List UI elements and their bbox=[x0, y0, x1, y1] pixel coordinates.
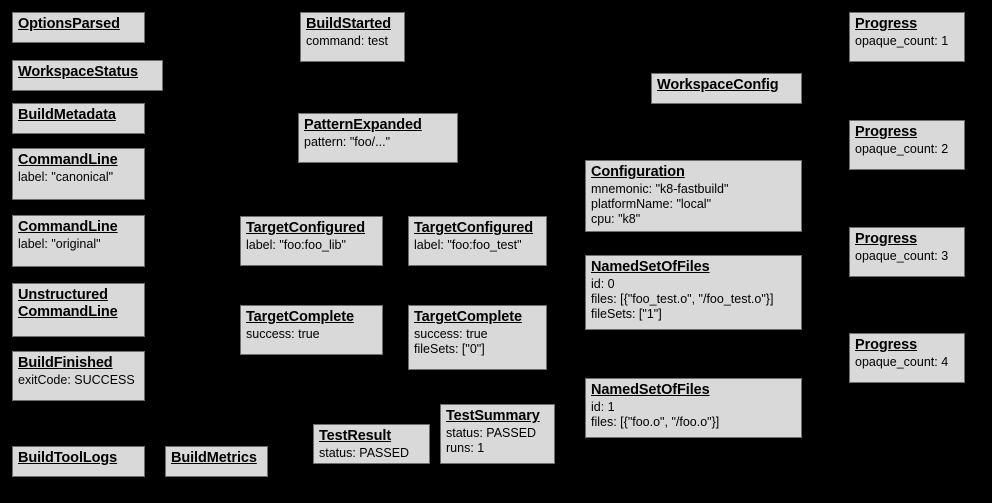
event-node[interactable]: Progress opaque_count: 2 bbox=[849, 120, 965, 170]
event-node[interactable]: Configuration mnemonic: "k8-fastbuild"pla… bbox=[585, 160, 802, 232]
event-node-title: BuildToolLogs bbox=[18, 450, 118, 466]
event-node-fields: opaque_count: 3 bbox=[855, 249, 959, 264]
event-node-field: exitCode: SUCCESS bbox=[18, 373, 135, 387]
event-node-title: TestSummary bbox=[446, 408, 540, 424]
event-node[interactable]: BuildToolLogs bbox=[12, 446, 145, 477]
event-node-field: label: "foo:foo_lib" bbox=[246, 238, 346, 252]
event-node-title: Unstructured CommandLine bbox=[18, 287, 118, 320]
event-node-fields: exitCode: SUCCESS bbox=[18, 373, 139, 388]
event-node-title: NamedSetOfFiles bbox=[591, 382, 710, 398]
event-node-title: OptionsParsed bbox=[18, 16, 120, 32]
event-node[interactable]: Unstructured CommandLine bbox=[12, 283, 145, 337]
event-node-field: label: "foo:foo_test" bbox=[414, 238, 522, 252]
event-node-field: platformName: "local" bbox=[591, 197, 712, 211]
event-node-field: fileSets: ["1"] bbox=[591, 307, 662, 321]
event-node-title: Progress bbox=[855, 16, 918, 32]
event-node-title: TestResult bbox=[319, 428, 392, 444]
event-node-fields: label: "canonical" bbox=[18, 170, 139, 185]
event-node-field: cpu: "k8" bbox=[591, 212, 641, 226]
event-node[interactable]: PatternExpanded pattern: "foo/..." bbox=[298, 113, 458, 163]
event-node-field: label: "canonical" bbox=[18, 170, 114, 184]
event-node-field: success: true bbox=[414, 327, 488, 341]
event-node[interactable]: Progress opaque_count: 3 bbox=[849, 227, 965, 277]
event-node-fields: label: "foo:foo_lib" bbox=[246, 238, 377, 253]
event-node-fields: mnemonic: "k8-fastbuild"platformName: "l… bbox=[591, 182, 796, 227]
event-node[interactable]: BuildFinished exitCode: SUCCESS bbox=[12, 351, 145, 401]
event-node-fields: pattern: "foo/..." bbox=[304, 135, 452, 150]
event-node-title: TargetComplete bbox=[246, 309, 354, 325]
event-node-title: PatternExpanded bbox=[304, 117, 422, 133]
event-node-field: opaque_count: 3 bbox=[855, 249, 949, 263]
event-node-field: pattern: "foo/..." bbox=[304, 135, 391, 149]
event-node-field: fileSets: ["0"] bbox=[414, 342, 485, 356]
event-node-fields: label: "foo:foo_test" bbox=[414, 238, 541, 253]
event-node[interactable]: WorkspaceConfig bbox=[651, 73, 802, 104]
event-node[interactable]: BuildStarted command: test bbox=[300, 12, 405, 62]
event-node-field: label: "original" bbox=[18, 237, 101, 251]
event-node[interactable]: TargetConfigured label: "foo:foo_test" bbox=[408, 216, 547, 266]
event-node-fields: success: true bbox=[246, 327, 377, 342]
event-node[interactable]: Progress opaque_count: 4 bbox=[849, 333, 965, 383]
event-node-fields: command: test bbox=[306, 34, 399, 49]
event-node-field: id: 0 bbox=[591, 277, 615, 291]
event-node-title: CommandLine bbox=[18, 152, 118, 168]
event-node-field: status: PASSED bbox=[319, 446, 410, 460]
event-node-field: opaque_count: 4 bbox=[855, 355, 949, 369]
event-node-field: mnemonic: "k8-fastbuild" bbox=[591, 182, 729, 196]
event-node[interactable]: TargetComplete success: true bbox=[240, 305, 383, 355]
event-node-field: runs: 1 bbox=[446, 441, 485, 455]
event-node-title: Progress bbox=[855, 231, 918, 247]
event-node-title: CommandLine bbox=[18, 219, 118, 235]
event-node[interactable]: BuildMetadata bbox=[12, 103, 145, 134]
event-node-fields: label: "original" bbox=[18, 237, 139, 252]
event-node-field: command: test bbox=[306, 34, 388, 48]
event-node[interactable]: BuildMetrics bbox=[165, 446, 268, 477]
event-node-field: opaque_count: 1 bbox=[855, 34, 949, 48]
event-node[interactable]: CommandLine label: "canonical" bbox=[12, 148, 145, 200]
event-node-title: TargetConfigured bbox=[246, 220, 365, 236]
event-node-field: files: [{"foo.o", "/foo.o"}] bbox=[591, 415, 720, 429]
event-node[interactable]: CommandLine label: "original" bbox=[12, 215, 145, 267]
event-node-title: TargetConfigured bbox=[414, 220, 533, 236]
event-node-title: TargetComplete bbox=[414, 309, 522, 325]
event-node-fields: opaque_count: 4 bbox=[855, 355, 959, 370]
event-node-title: WorkspaceConfig bbox=[657, 77, 779, 93]
event-node-title: Progress bbox=[855, 337, 918, 353]
event-node[interactable]: TargetConfigured label: "foo:foo_lib" bbox=[240, 216, 383, 266]
event-node-fields: opaque_count: 1 bbox=[855, 34, 959, 49]
event-node-title: WorkspaceStatus bbox=[18, 64, 138, 80]
event-node-fields: opaque_count: 2 bbox=[855, 142, 959, 157]
event-node-title: Progress bbox=[855, 124, 918, 140]
event-node[interactable]: OptionsParsed bbox=[12, 12, 145, 43]
event-node-field: status: PASSED bbox=[446, 426, 537, 440]
event-node-field: id: 1 bbox=[591, 400, 615, 414]
event-node-field: files: [{"foo_test.o", "/foo_test.o"}] bbox=[591, 292, 774, 306]
event-node-title: NamedSetOfFiles bbox=[591, 259, 710, 275]
event-node-title: BuildStarted bbox=[306, 16, 392, 32]
event-node[interactable]: WorkspaceStatus bbox=[12, 60, 163, 91]
event-node-fields: status: PASSED bbox=[319, 446, 424, 461]
event-node-title: Configuration bbox=[591, 164, 685, 180]
event-node-field: success: true bbox=[246, 327, 320, 341]
event-node-title: BuildMetadata bbox=[18, 107, 116, 123]
event-node-title: BuildMetrics bbox=[171, 450, 257, 466]
event-node-field: opaque_count: 2 bbox=[855, 142, 949, 156]
event-node[interactable]: Progress opaque_count: 1 bbox=[849, 12, 965, 62]
event-node[interactable]: TestResult status: PASSED bbox=[313, 424, 430, 464]
event-node-title: BuildFinished bbox=[18, 355, 113, 371]
